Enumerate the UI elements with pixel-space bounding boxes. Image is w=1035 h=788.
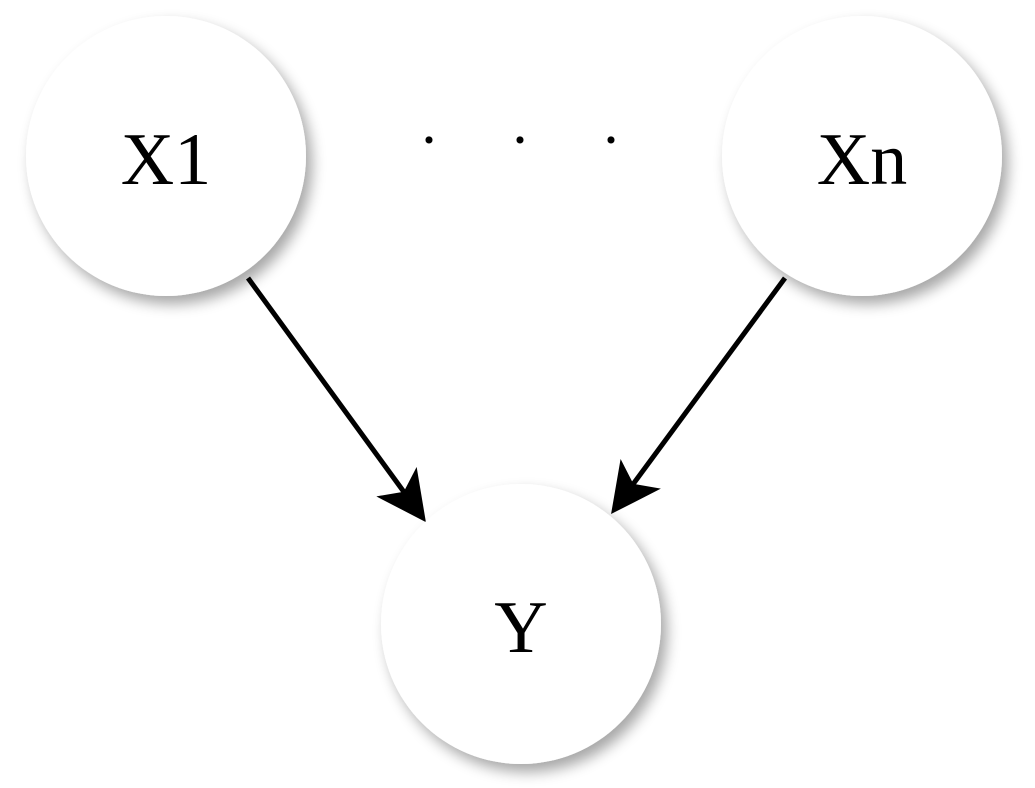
ellipsis-text: · · · bbox=[419, 107, 649, 173]
node-y-circle bbox=[381, 484, 661, 764]
node-xn-circle bbox=[722, 16, 1002, 296]
node-x1-label: X1 bbox=[121, 119, 211, 201]
edge-xn-to-y bbox=[611, 276, 788, 515]
node-xn: Xn bbox=[722, 16, 1002, 296]
node-y-label: Y bbox=[494, 587, 547, 669]
node-y: Y bbox=[381, 484, 661, 764]
node-x1-circle bbox=[26, 16, 306, 296]
node-xn-label: Xn bbox=[817, 119, 907, 201]
node-x1: X1 bbox=[26, 16, 306, 296]
edge-x1-to-y bbox=[245, 276, 426, 523]
